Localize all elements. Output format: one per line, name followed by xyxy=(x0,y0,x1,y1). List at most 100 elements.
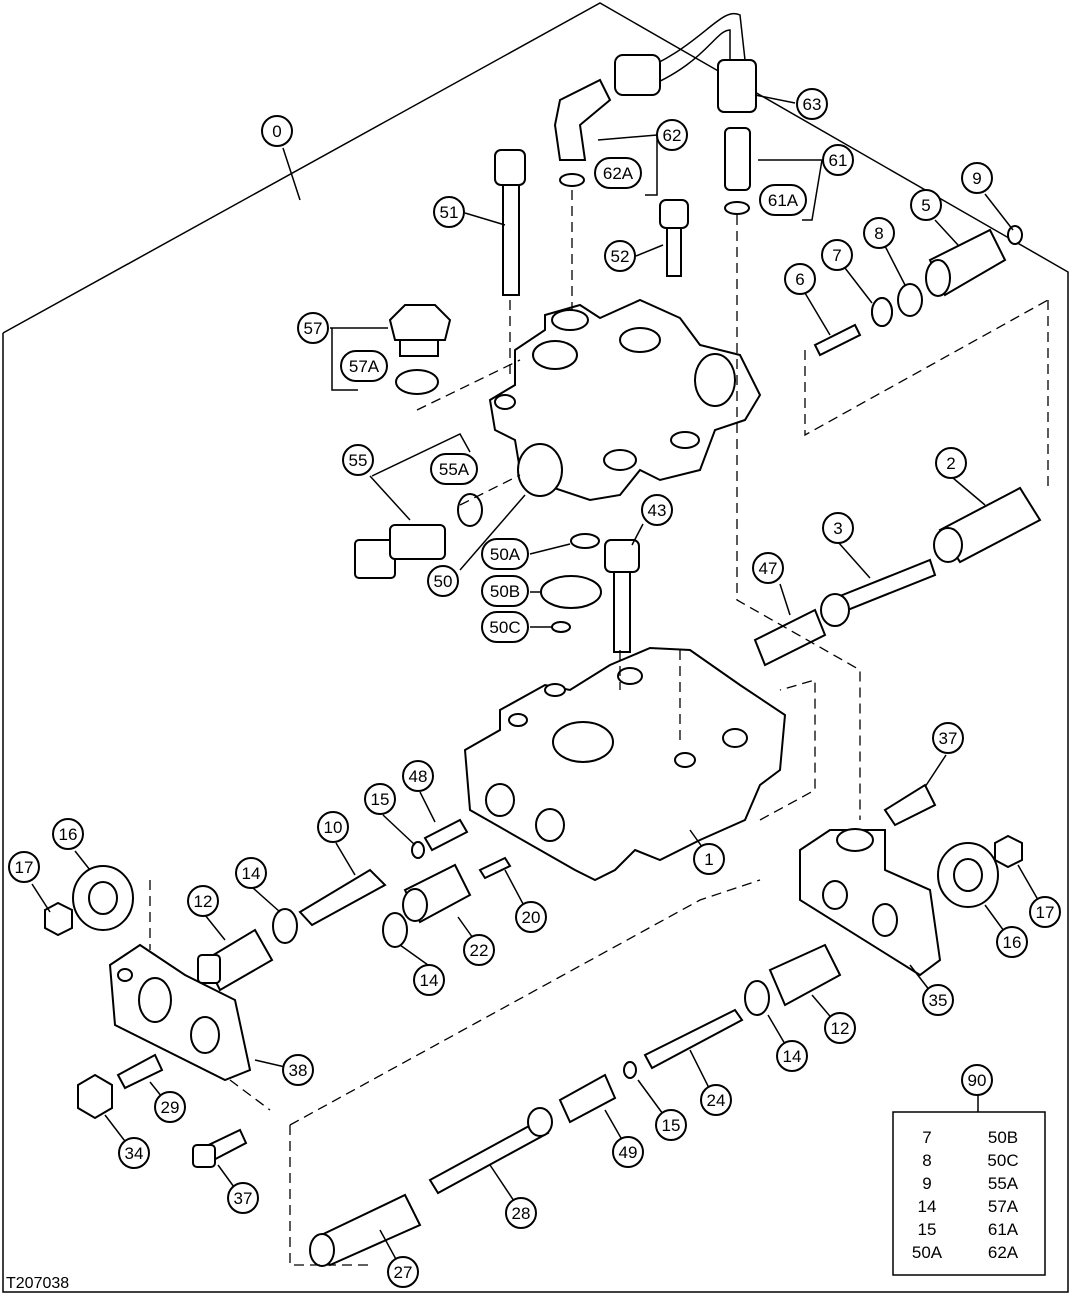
callout-5: 5 xyxy=(910,189,942,221)
callout-43-bubble xyxy=(641,494,673,526)
nut-16-right xyxy=(937,842,999,908)
callout-9-label: 9 xyxy=(972,169,981,188)
callout-34-bubble xyxy=(118,1137,150,1169)
leader-lines xyxy=(31,94,1046,1273)
callout-12: 12 xyxy=(187,885,219,917)
callout-55A-bubble xyxy=(430,453,478,485)
kit-right-item: 50C xyxy=(987,1151,1018,1170)
callout-55A: 55A xyxy=(430,453,478,485)
kit-left-item: 9 xyxy=(922,1174,931,1193)
callout-15-bubble xyxy=(655,1109,687,1141)
kit-right-item: 57A xyxy=(988,1197,1019,1216)
spring-49 xyxy=(558,1073,617,1124)
callout-55A-label: 55A xyxy=(439,460,470,479)
callout-50C-label: 50C xyxy=(489,618,520,637)
callout-50C: 50C xyxy=(481,611,529,643)
callout-57-bubble xyxy=(297,312,329,344)
callout-9-bubble xyxy=(961,162,993,194)
callout-52: 52 xyxy=(604,240,636,272)
nut-34 xyxy=(77,1073,113,1120)
seal-7 xyxy=(871,297,893,327)
callout-3-bubble xyxy=(822,512,854,544)
callout-63-bubble xyxy=(796,88,828,120)
bolt-37-upper xyxy=(883,783,937,827)
callout-61: 61 xyxy=(822,144,854,176)
callout-28: 28 xyxy=(505,1197,537,1229)
kit-left-item: 8 xyxy=(922,1151,931,1170)
bolt-43 xyxy=(604,539,640,653)
callout-50: 50 xyxy=(427,565,459,597)
callout-43: 43 xyxy=(641,494,673,526)
callout-16: 16 xyxy=(996,926,1028,958)
callout-24-bubble xyxy=(700,1084,732,1116)
callout-22: 22 xyxy=(463,934,495,966)
sleeve-2 xyxy=(933,486,1042,564)
callout-29: 29 xyxy=(154,1091,186,1123)
callout-51-bubble xyxy=(433,196,465,228)
callout-17: 17 xyxy=(8,851,40,883)
callout-17-bubble xyxy=(8,851,40,883)
kit-table-frame xyxy=(892,1111,1046,1276)
plug-57 xyxy=(388,304,452,395)
kit-left-item: 14 xyxy=(918,1197,937,1216)
kit-left-item: 50A xyxy=(912,1243,943,1262)
callout-29-bubble xyxy=(154,1091,186,1123)
callout-61A-label: 61A xyxy=(768,191,799,210)
spring-47 xyxy=(753,608,827,667)
callout-16-label: 16 xyxy=(1003,933,1022,952)
callout-37: 37 xyxy=(932,722,964,754)
callout-17-label: 17 xyxy=(15,858,34,877)
callout-49-label: 49 xyxy=(619,1143,638,1162)
callout-3: 3 xyxy=(822,512,854,544)
kit-left-item: 7 xyxy=(922,1128,931,1147)
plug-12-left xyxy=(197,928,274,992)
callout-50A: 50A xyxy=(481,538,529,570)
nut-17-left xyxy=(44,901,73,937)
callout-57-label: 57 xyxy=(304,319,323,338)
callout-8: 8 xyxy=(863,217,895,249)
bolt-52 xyxy=(659,199,689,277)
callout-61-bubble xyxy=(822,144,854,176)
callout-12-label: 12 xyxy=(194,892,213,911)
callout-50B: 50B xyxy=(481,575,529,607)
callout-37-label: 37 xyxy=(939,729,958,748)
main-valve-body xyxy=(463,646,787,882)
callout-6: 6 xyxy=(784,263,816,295)
callout-14-bubble xyxy=(776,1040,808,1072)
callout-15-bubble xyxy=(364,783,396,815)
callout-29-label: 29 xyxy=(161,1098,180,1117)
callout-27: 27 xyxy=(387,1256,419,1288)
callout-17-label: 17 xyxy=(1036,903,1055,922)
callout-37-label: 37 xyxy=(234,1189,253,1208)
piston-22 xyxy=(402,863,472,924)
callout-8-label: 8 xyxy=(874,224,883,243)
callout-17-bubble xyxy=(1029,896,1061,928)
callout-52-label: 52 xyxy=(611,247,630,266)
kit-right-item: 50B xyxy=(988,1128,1018,1147)
callout-50-bubble xyxy=(427,565,459,597)
callout-14-bubble xyxy=(235,857,267,889)
callout-14-label: 14 xyxy=(420,971,439,990)
callout-62-label: 62 xyxy=(663,126,682,145)
callout-47-bubble xyxy=(752,552,784,584)
callout-62A: 62A xyxy=(594,157,642,189)
callout-10: 10 xyxy=(317,811,349,843)
callout-48: 48 xyxy=(402,760,434,792)
callout-28-label: 28 xyxy=(512,1204,531,1223)
callout-62A-bubble xyxy=(594,157,642,189)
callout-63-label: 63 xyxy=(803,95,822,114)
callout-37-bubble xyxy=(932,722,964,754)
callout-24-label: 24 xyxy=(707,1091,726,1110)
callout-49-bubble xyxy=(612,1136,644,1168)
callout-6-label: 6 xyxy=(795,270,804,289)
callout-28-bubble xyxy=(505,1197,537,1229)
callout-5-label: 5 xyxy=(921,196,930,215)
callout-6-bubble xyxy=(784,263,816,295)
callout-24: 24 xyxy=(700,1084,732,1116)
callout-17: 17 xyxy=(1029,896,1061,928)
upper-valve-housing xyxy=(488,298,762,502)
callout-14-label: 14 xyxy=(242,864,261,883)
ring-14-a xyxy=(272,908,298,944)
